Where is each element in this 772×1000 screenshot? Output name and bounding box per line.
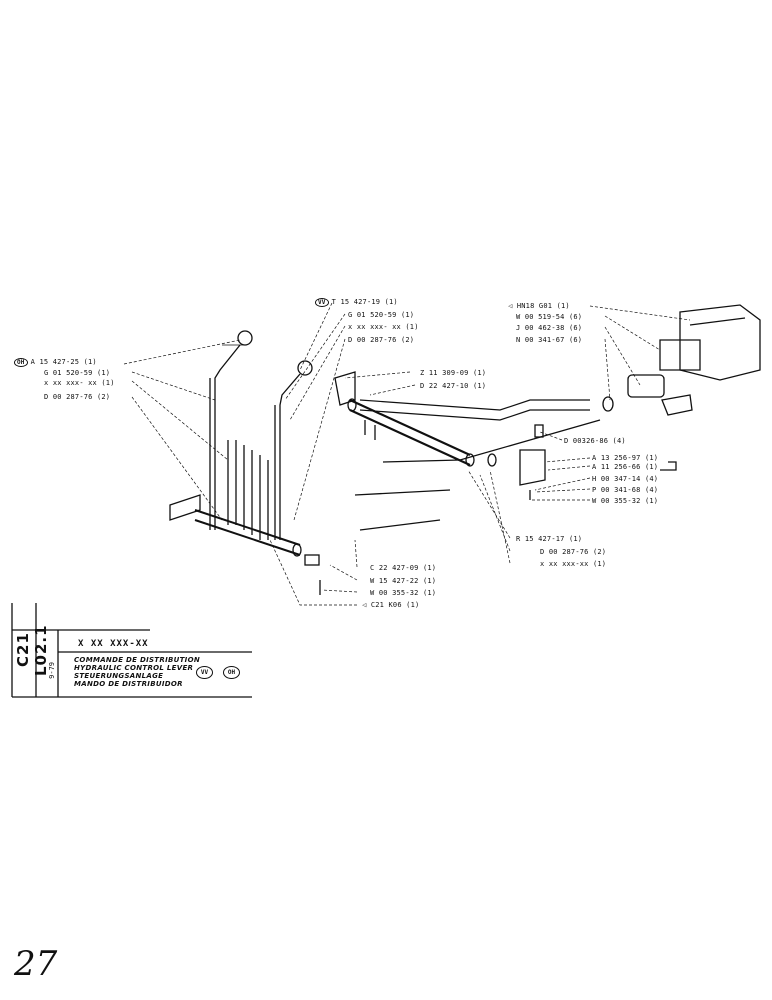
part-label: D 00 287-76 (2) (540, 548, 607, 556)
title-en: HYDRAULIC CONTROL LEVER (74, 664, 194, 672)
part-label: H 00 347-14 (4) (592, 475, 659, 483)
page-number: 27 (14, 944, 58, 984)
vv-badge-icon: VV (315, 298, 329, 307)
lever-left (214, 344, 241, 530)
valve-block (679, 304, 761, 381)
sheet-code: C21 L02.1 (14, 624, 50, 676)
oh-badge-icon: OH (223, 666, 240, 679)
part-label: C 22 427-09 (1) (370, 564, 437, 572)
part-label: x xx xxx-xx (1) (540, 560, 607, 568)
part-label: D 22 427-10 (1) (420, 382, 487, 390)
title-de: STEUERUNGSANLAGE (74, 672, 164, 680)
vv-badge-icon: VV (196, 666, 213, 679)
sheet-serial: X XX XXX-XX (78, 639, 149, 649)
part-label: W 00 355-32 (1) (370, 589, 437, 597)
part-label: G 01 520-59 (1) (348, 311, 415, 319)
part-label: Z 11 309-09 (1) (420, 369, 487, 377)
part-label: J 00 462-38 (6) (516, 324, 583, 332)
part-label: ◁ C21 K06 (1) (362, 601, 420, 609)
lever-right (279, 373, 301, 540)
part-label: D 00326-86 (4) (564, 437, 626, 445)
title-es: MANDO DE DISTRIBUIDOR (74, 680, 183, 688)
part-label: R 15 427-17 (1) (516, 535, 583, 543)
part-label: W 00 355-32 (1) (592, 497, 659, 505)
title-fr: COMMANDE DE DISTRIBUTION (74, 656, 200, 664)
part-label: A 13 256-97 (1) (592, 454, 659, 462)
part-label: D 00 287-76 (2) (44, 393, 111, 401)
part-label: x xx xxx- xx (1) (44, 379, 115, 387)
oh-badge-icon: OH (14, 358, 28, 367)
part-label: A 11 256-66 (1) (592, 463, 659, 471)
knob-left (237, 330, 253, 346)
sheet-date: 9-79 (48, 662, 56, 679)
part-label: N 00 341-67 (6) (516, 336, 583, 344)
part-label: W 00 519-54 (6) (516, 313, 583, 321)
knob-right (297, 360, 313, 376)
part-label: G 01 520-59 (1) (44, 369, 111, 377)
part-label: W 15 427-22 (1) (370, 577, 437, 585)
part-label: x xx xxx- xx (1) (348, 323, 419, 331)
part-label: D 00 287-76 (2) (348, 336, 415, 344)
part-label: ◁ HN18 G01 (1) (508, 302, 570, 310)
part-label: P 00 341-68 (4) (592, 486, 659, 494)
